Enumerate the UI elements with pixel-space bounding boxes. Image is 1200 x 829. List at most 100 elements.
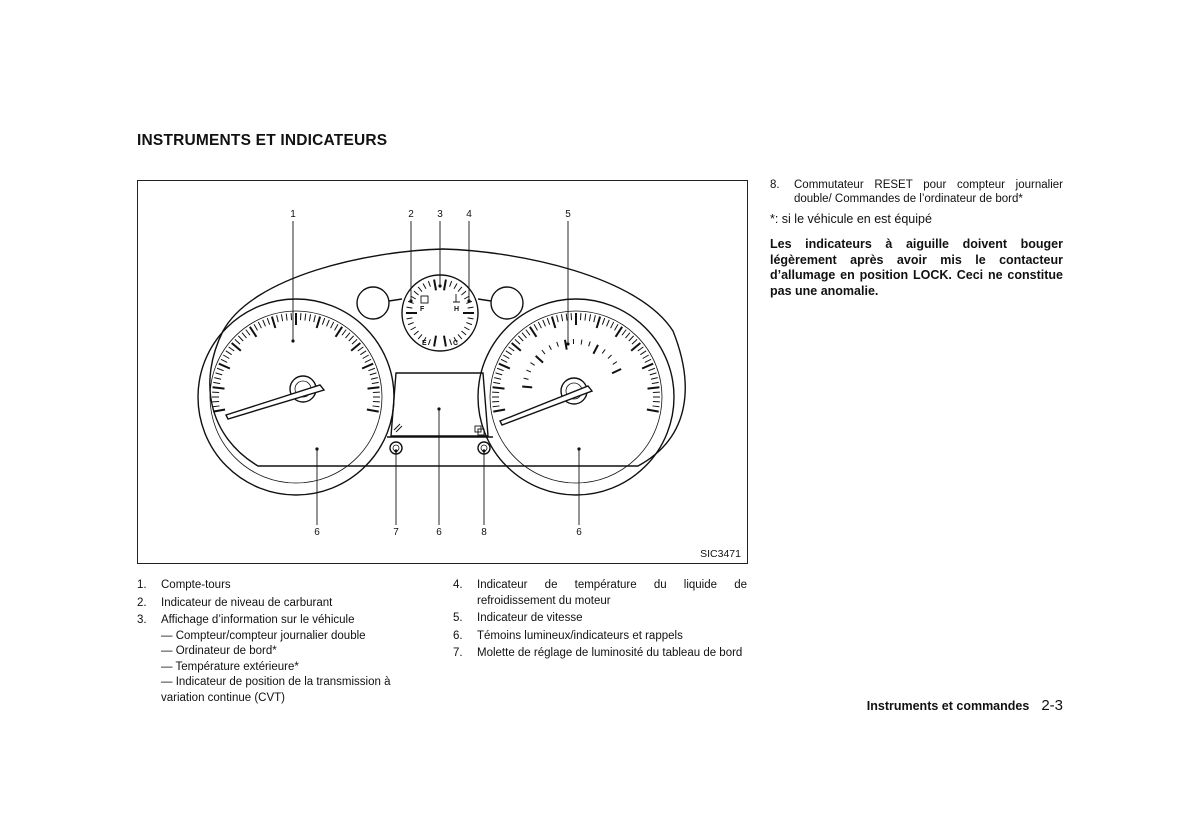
tachometer-tick bbox=[213, 408, 226, 413]
fuel-tick bbox=[406, 317, 413, 320]
tachometer-tick bbox=[330, 321, 335, 329]
fuel-tick bbox=[433, 279, 437, 291]
temp-tick bbox=[461, 290, 467, 296]
legend-item-number: 4. bbox=[453, 579, 463, 591]
callout-dot bbox=[566, 342, 570, 346]
fuel-tick bbox=[422, 283, 427, 290]
callout-dot bbox=[291, 339, 295, 343]
tachometer-tick bbox=[223, 354, 230, 359]
callout-dot bbox=[394, 449, 398, 453]
speedometer-tick bbox=[648, 367, 656, 372]
speedometer-tick bbox=[493, 381, 501, 385]
tachometer-tick bbox=[280, 314, 284, 322]
left-small-dial bbox=[356, 286, 390, 320]
tachometer-tick bbox=[313, 315, 316, 323]
speedometer-tick bbox=[637, 346, 644, 352]
fuel-tick bbox=[407, 322, 414, 326]
fuel-tick bbox=[422, 336, 427, 343]
legend-item: 4.Indicateur de température du liquide d… bbox=[453, 578, 747, 609]
callout-dot bbox=[467, 299, 471, 303]
speedometer-tick bbox=[631, 338, 638, 345]
speedometer-tick bbox=[652, 405, 660, 408]
legend-item-text: Témoins lumineux/indicateurs et rappels bbox=[477, 629, 683, 642]
legend-list-middle: 4.Indicateur de température du liquide d… bbox=[453, 578, 747, 664]
temp-tick bbox=[443, 335, 447, 347]
tachometer-tick bbox=[253, 324, 258, 331]
tachometer-tick bbox=[257, 321, 262, 329]
speedometer-inner-tick bbox=[541, 349, 546, 355]
speedometer-tick bbox=[493, 408, 506, 413]
tachometer-tick bbox=[371, 381, 379, 385]
speedometer-tick bbox=[644, 358, 652, 363]
speedometer-tick bbox=[505, 350, 512, 356]
legend-item: 3.Affichage d’information sur le véhicul… bbox=[137, 613, 417, 706]
speedometer-tick bbox=[606, 319, 610, 327]
legend-subitem: — Ordinateur de bord* bbox=[161, 645, 277, 657]
speedometer-inner-tick bbox=[548, 345, 552, 351]
legend-item-text: Indicateur de vitesse bbox=[477, 612, 583, 624]
temp-cold-label: C bbox=[453, 340, 458, 347]
temp-tick bbox=[443, 279, 447, 291]
fuel-tick bbox=[433, 335, 437, 347]
tachometer-tick bbox=[334, 324, 339, 331]
speedometer-inner-tick bbox=[612, 361, 618, 365]
speedometer-inner-tick bbox=[556, 341, 559, 347]
tachometer-tick bbox=[241, 332, 247, 339]
tachometer-tick bbox=[245, 329, 251, 336]
tachometer-tick bbox=[345, 332, 351, 339]
tachometer-tick bbox=[315, 316, 322, 329]
speedometer-tick bbox=[546, 317, 551, 325]
speedometer-tick bbox=[496, 367, 504, 372]
callout-dot bbox=[409, 299, 413, 303]
legend-item: 2.Indicateur de niveau de carburant bbox=[137, 596, 417, 612]
callout-label: 5 bbox=[565, 209, 571, 220]
legend-item-number: 6. bbox=[453, 629, 463, 642]
speedometer-tick bbox=[630, 342, 641, 352]
speedometer-inner-tick bbox=[588, 341, 591, 347]
speedometer-outer bbox=[477, 298, 675, 496]
figure-code: SIC3471 bbox=[700, 548, 741, 560]
speedometer-tick bbox=[610, 321, 615, 329]
fuel-tick bbox=[410, 326, 417, 331]
speedometer-tick bbox=[651, 381, 659, 385]
temp-tick bbox=[449, 280, 453, 287]
footer-section-name: Instruments et commandes bbox=[866, 699, 1030, 713]
speedometer-tick bbox=[511, 342, 522, 352]
speedometer-tick bbox=[521, 332, 527, 339]
speedometer-inner-tick bbox=[580, 339, 583, 345]
callout-label: 6 bbox=[436, 527, 442, 538]
speedometer-tick bbox=[588, 314, 592, 322]
temp-tick bbox=[466, 322, 473, 326]
tachometer-tick bbox=[270, 316, 277, 329]
speedometer-inner-tick bbox=[523, 377, 529, 380]
tachometer-tick bbox=[370, 377, 378, 380]
speedometer-inner-tick bbox=[611, 368, 622, 375]
tachometer-tick bbox=[361, 362, 374, 370]
legend-item-text: Indicateur de niveau de carburant bbox=[161, 596, 333, 609]
right-column: 8. Commutateur RESET pour compteur journ… bbox=[770, 178, 1063, 299]
tachometer-tick bbox=[216, 367, 224, 372]
speedometer-tick bbox=[514, 338, 521, 345]
tachometer-tick bbox=[213, 381, 221, 385]
speedometer-tick bbox=[517, 335, 524, 342]
tachometer-tick bbox=[362, 354, 369, 359]
fuel-tick bbox=[427, 280, 431, 287]
speedometer-tick bbox=[565, 313, 568, 321]
speedometer-tick bbox=[625, 332, 631, 339]
speedometer-tick bbox=[595, 316, 602, 329]
temp-hot-label: H bbox=[454, 306, 459, 313]
tachometer-tick bbox=[360, 350, 367, 356]
tachometer-tick bbox=[249, 326, 258, 338]
fuel-empty-label: E bbox=[422, 340, 427, 347]
fuel-tick bbox=[427, 339, 431, 346]
speedometer-tick bbox=[641, 362, 654, 370]
speedometer-inner-tick bbox=[563, 339, 568, 350]
speedometer-tick bbox=[495, 372, 503, 376]
legend-item-text: Compte-tours bbox=[161, 579, 231, 591]
legend-item-number: 8. bbox=[770, 179, 780, 191]
legend-item-number: 7. bbox=[453, 647, 463, 659]
speedometer-tick bbox=[628, 335, 635, 342]
callout-dot bbox=[482, 449, 486, 453]
speedometer-tick bbox=[642, 354, 649, 359]
